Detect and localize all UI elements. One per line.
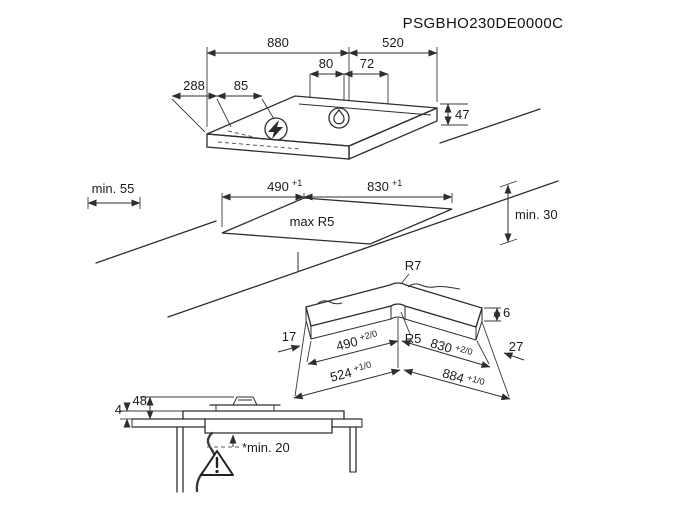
label-radius-inner: R5 xyxy=(400,311,421,346)
ext-d2 xyxy=(481,321,510,398)
worktop-back-edge-right xyxy=(439,108,541,144)
min-clearance-label: *min. 20 xyxy=(242,440,290,455)
radius-top-label: R7 xyxy=(405,258,422,273)
clearance-left-label: min. 55 xyxy=(92,181,135,196)
dim-glass-height: 4 xyxy=(115,402,183,428)
hob-front-face xyxy=(206,133,350,160)
hob-glass-section xyxy=(182,410,345,420)
break-line-right xyxy=(407,283,461,290)
dim-cut-depth: 490 +2/0 xyxy=(307,328,399,366)
dim-clearance-left: min. 55 xyxy=(87,181,141,209)
dim-burner-offsets: 80 72 xyxy=(309,56,389,104)
dim-connection-offsets: 288 85 xyxy=(171,78,275,133)
hob-top-face xyxy=(206,95,438,147)
dim-hob-width-depth: 880 520 xyxy=(206,35,438,127)
hob-body-section xyxy=(204,418,333,434)
ext-a1 xyxy=(306,340,312,363)
cut-depth-label: 490 xyxy=(334,334,359,354)
dim-thickness: 6 xyxy=(484,305,510,322)
hob-front-dashed-line xyxy=(217,141,301,150)
outer-width-tol: +1/0 xyxy=(466,372,486,387)
dim-outer-width: 884 +1/0 xyxy=(403,365,511,401)
dim-burner-height: 48 xyxy=(133,393,234,420)
clearance-right-label: min. 30 xyxy=(515,207,558,222)
burner-height-label: 48 xyxy=(133,393,147,408)
dim-connection-offset-b-label: 85 xyxy=(234,78,248,93)
cut-depth-tol: +2/0 xyxy=(359,328,379,342)
corner-detail-view: R7 R5 6 490 +2/0 xyxy=(277,258,525,401)
dim-connection-offset-a-label: 288 xyxy=(183,78,205,93)
cut-width-label: 830 xyxy=(429,335,454,356)
glass-height-label: 4 xyxy=(115,402,122,417)
dim-offset-left: 17 xyxy=(277,329,301,353)
lightning-icon xyxy=(264,117,288,141)
outer-depth-tol: +1/0 xyxy=(353,359,373,373)
cut-width-tol: +2/0 xyxy=(454,342,474,357)
burner-section xyxy=(232,396,258,406)
dim-cutout-width-tol: +1 xyxy=(392,178,402,188)
dim-hob-height: 47 xyxy=(440,103,469,126)
dim-min-clearance: *min. 20 xyxy=(207,434,290,455)
hob-right-side-face xyxy=(348,107,438,160)
dim-cut-width: 830 +2/0 xyxy=(401,335,491,368)
flame-icon xyxy=(328,107,350,129)
corner-top-face xyxy=(305,282,483,328)
worktop-back-edge-left xyxy=(95,220,217,264)
ext-c1 xyxy=(294,321,307,397)
break-line-left xyxy=(317,300,343,305)
hob-back-edge-line xyxy=(298,103,432,116)
label-radius-top: R7 xyxy=(400,258,422,285)
product-code: PSGBHO230DE0000C xyxy=(403,15,564,32)
outer-width-label: 884 xyxy=(441,365,466,386)
hob-top-dashed-line xyxy=(227,130,259,139)
dim-cutout-size: 490 +1 830 +1 xyxy=(221,178,453,227)
hob-top-view: 880 520 80 72 288 85 xyxy=(171,35,469,160)
cutout-radius-label: max R5 xyxy=(290,214,335,229)
cutout-plan-view: max R5 490 +1 830 +1 min. 55 min. 30 xyxy=(87,108,559,318)
dim-cutout-depth-label: 490 xyxy=(267,179,289,194)
dim-burner-offset-b-label: 72 xyxy=(360,56,374,71)
dim-offset-right: 27 xyxy=(503,339,525,361)
thickness-label: 6 xyxy=(503,305,510,320)
dim-cutout-depth-tol: +1 xyxy=(292,178,302,188)
installation-section-view: 48 4 *min. 20 xyxy=(115,393,363,493)
dim-clearance-right: min. 30 xyxy=(499,180,558,246)
dim-hob-depth-label: 520 xyxy=(382,35,404,50)
dim-outer-depth: 524 +1/0 xyxy=(293,359,401,400)
dim-cutout-width-label: 830 xyxy=(367,179,389,194)
worktop-front-edge xyxy=(167,180,559,318)
offset-right-label: 27 xyxy=(509,339,523,354)
ext-b2 xyxy=(476,340,490,365)
dim-hob-width-label: 880 xyxy=(267,35,289,50)
cutout-outline xyxy=(221,197,453,245)
offset-left-label: 17 xyxy=(282,329,296,344)
outer-depth-label: 524 xyxy=(328,365,353,385)
dim-hob-height-label: 47 xyxy=(455,107,469,122)
dim-burner-offset-a-label: 80 xyxy=(319,56,333,71)
warning-icon xyxy=(200,450,234,476)
